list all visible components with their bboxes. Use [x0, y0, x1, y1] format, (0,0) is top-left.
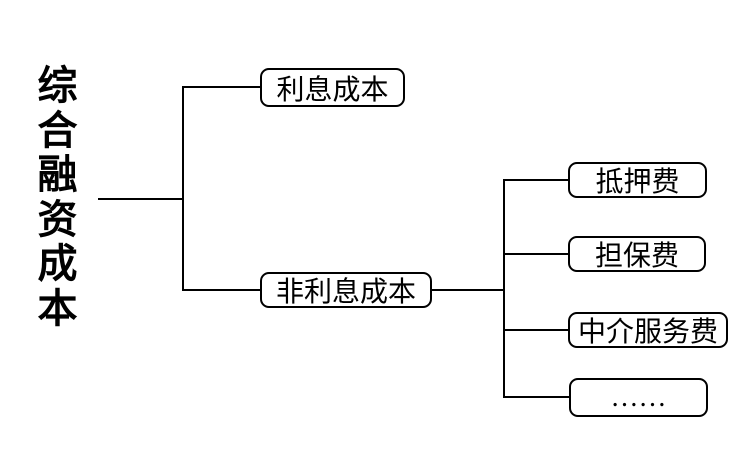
branch-line-intermediary-fee — [503, 329, 570, 331]
branch-line-ellipsis — [503, 396, 570, 398]
root-node-comprehensive-financing-cost: 综合融资成本 — [37, 63, 78, 331]
branch-line-interest-cost — [182, 86, 262, 88]
node-ellipsis-more-fees: …… — [569, 378, 708, 417]
node-intermediary-service-fee: 中介服务费 — [568, 312, 728, 348]
node-interest-cost: 利息成本 — [260, 68, 405, 107]
non-interest-connector-line — [430, 289, 505, 291]
level2-bracket-line — [503, 179, 505, 398]
node-guarantee-fee: 担保费 — [568, 236, 706, 272]
level1-bracket-line — [182, 86, 184, 291]
node-non-interest-cost: 非利息成本 — [260, 272, 432, 308]
node-mortgage-fee: 抵押费 — [568, 162, 707, 198]
branch-line-non-interest-cost — [182, 289, 262, 291]
branch-line-guarantee-fee — [503, 253, 570, 255]
root-connector-line — [98, 198, 184, 200]
branch-line-mortgage-fee — [503, 179, 570, 181]
